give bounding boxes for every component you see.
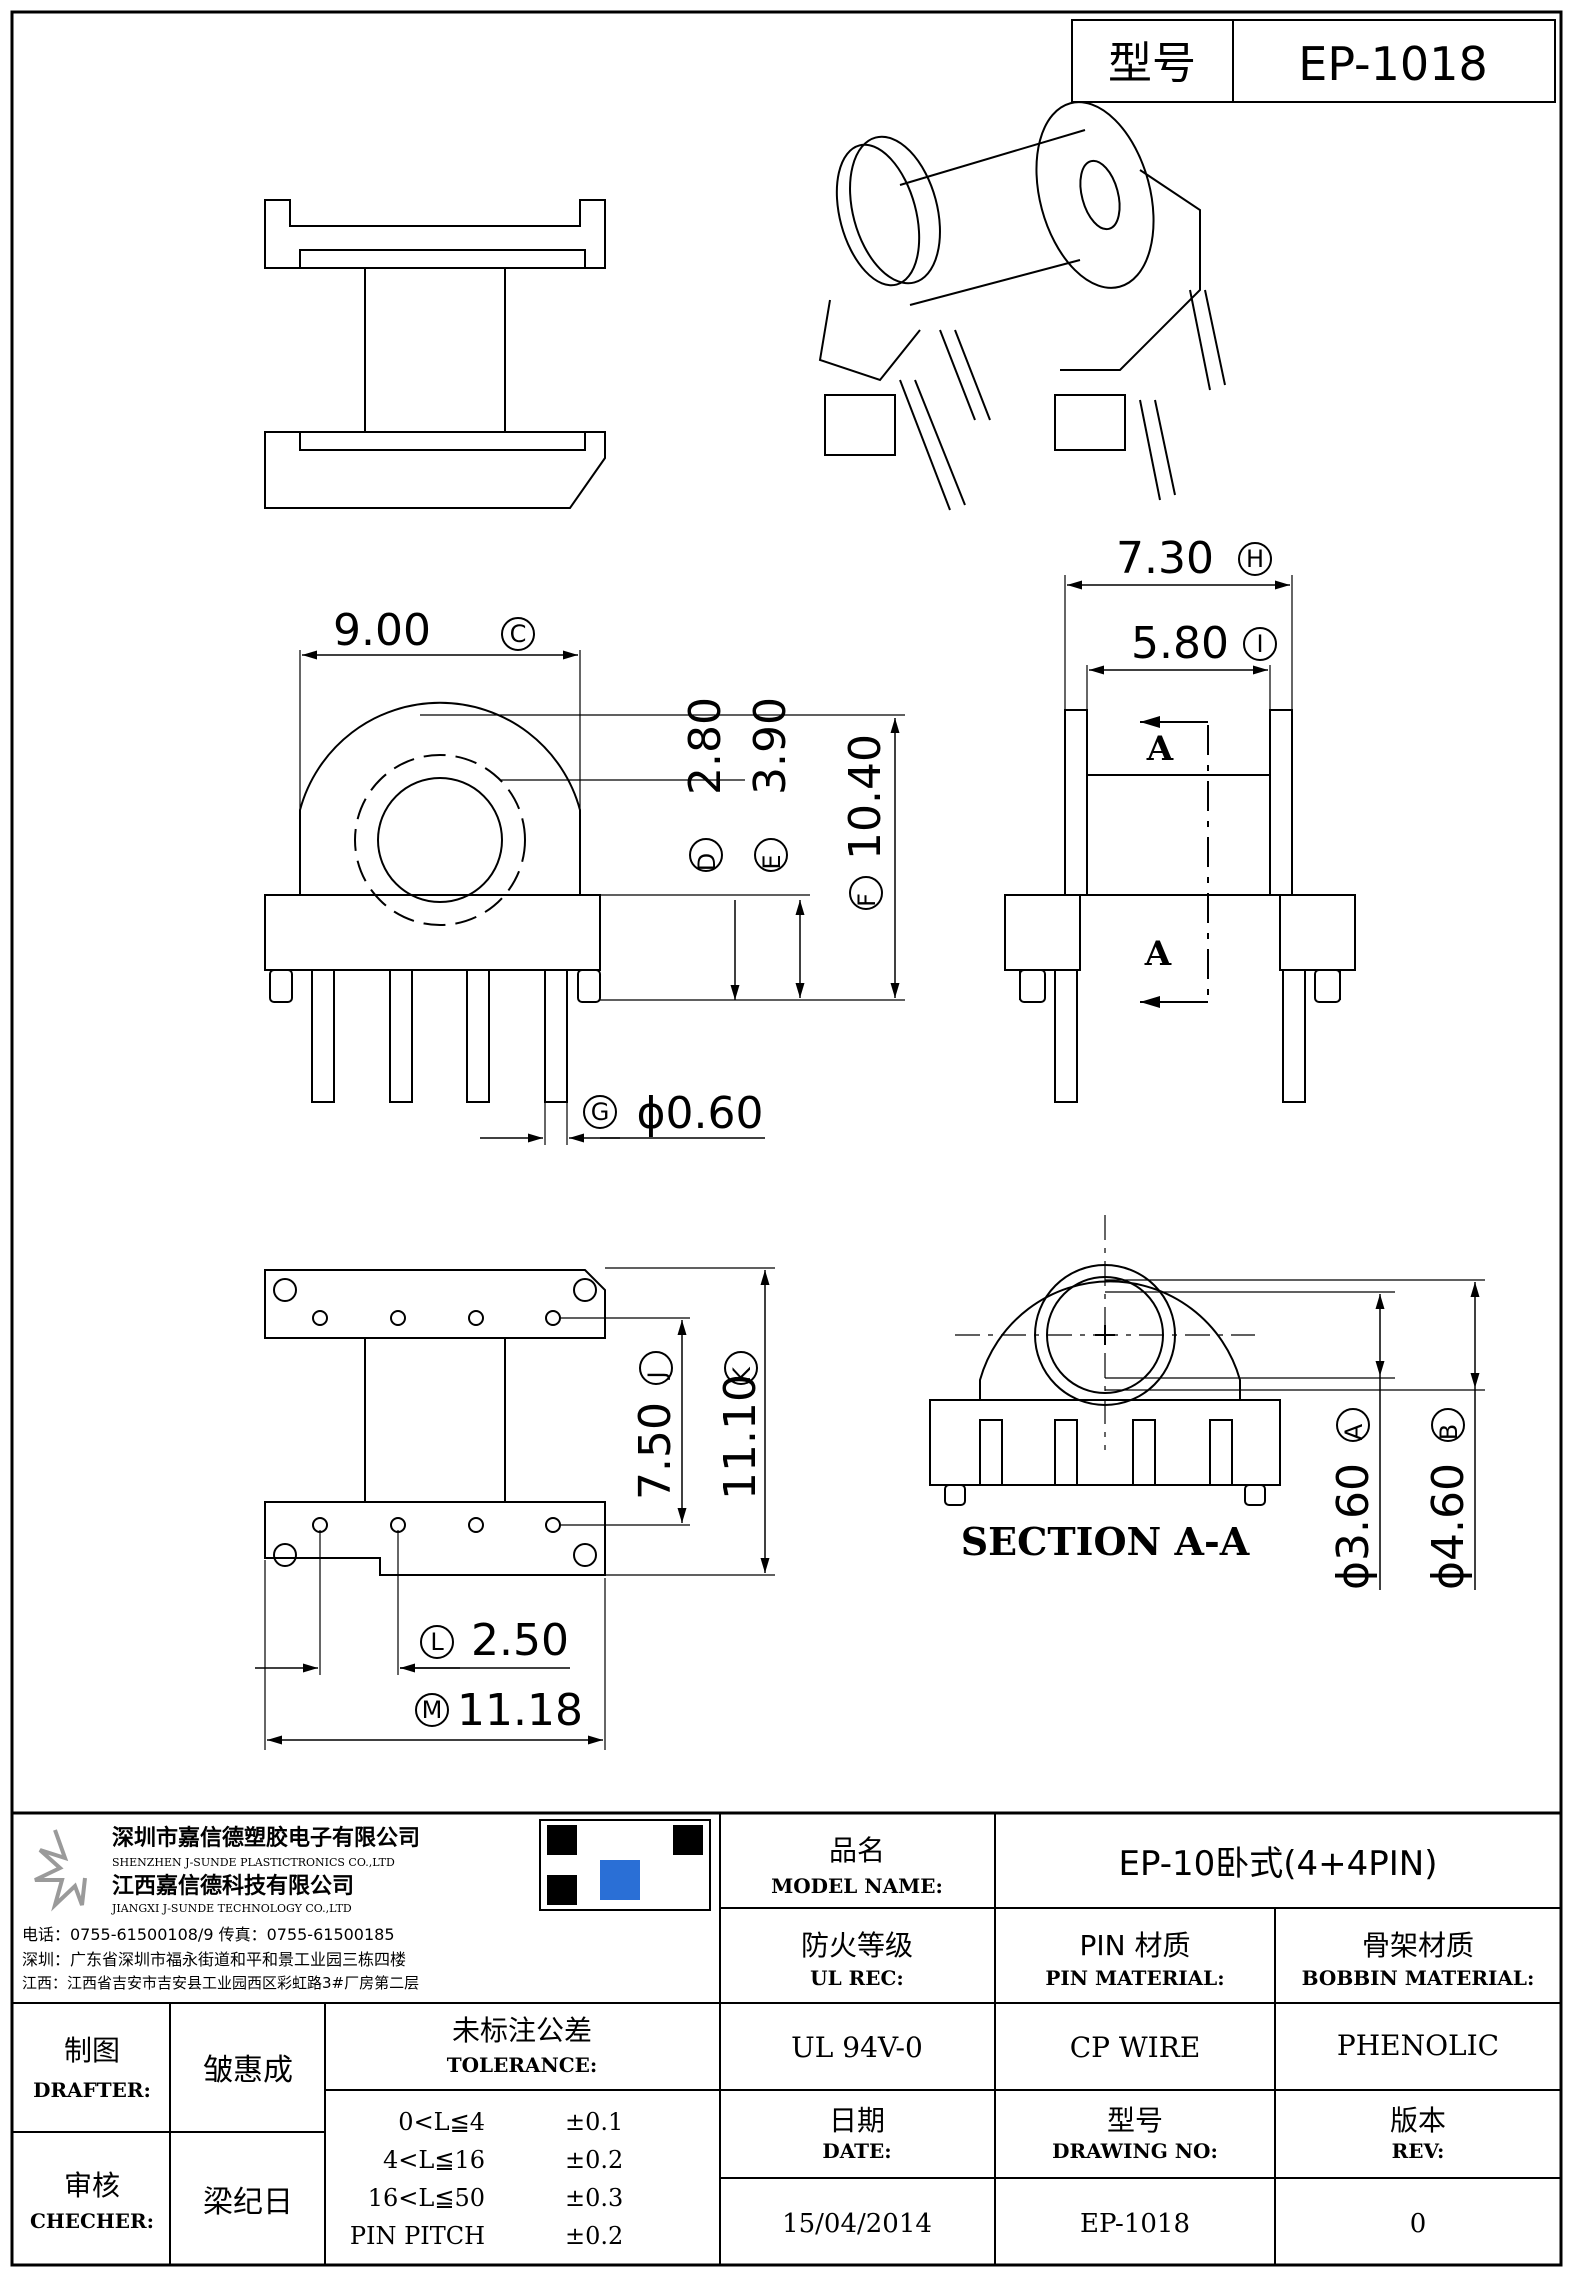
dim-c-tag: C <box>510 620 527 648</box>
tolerance-label-en: TOLERANCE: <box>447 2053 598 2077</box>
header-type-label: 型号 <box>1108 38 1196 89</box>
company-address-jx: 江西：江西省吉安市吉安县工业园西区彩虹路3#厂房第二层 <box>22 1974 419 1992</box>
dim-h-value: 7.30 <box>1116 533 1214 584</box>
dim-l-tag: L <box>430 1628 444 1656</box>
dim-g-tag: G <box>591 1098 610 1126</box>
dim-a-tag: A <box>1340 1423 1368 1440</box>
drafter-label-en: DRAFTER: <box>33 2078 151 2102</box>
section-title: SECTION A-A <box>961 1519 1250 1564</box>
pin-label-en: PIN MATERIAL: <box>1045 1966 1224 1990</box>
dim-m-tag: M <box>422 1696 443 1724</box>
ul-label-en: UL REC: <box>810 1966 904 1990</box>
drawing-label-cn: 型号 <box>1107 2104 1163 2137</box>
bottom-view <box>255 1267 775 1750</box>
dim-h-tag: H <box>1246 545 1264 573</box>
dim-e-value: 3.90 <box>745 697 796 795</box>
section-marker-bottom: A <box>1144 934 1172 974</box>
dim-i-tag: I <box>1256 630 1263 658</box>
company-name-en-1: SHENZHEN J-SUNDE PLASTICTRONICS CO.,LTD <box>112 1856 395 1869</box>
dim-m-value: 11.18 <box>457 1685 583 1736</box>
dim-g-value: ϕ0.60 <box>637 1088 764 1139</box>
checker-value: 梁纪日 <box>203 2185 293 2220</box>
date-value: 15/04/2014 <box>782 2209 932 2239</box>
dim-f-tag: F <box>853 893 881 907</box>
drafter-value: 皱惠成 <box>203 2053 293 2088</box>
drafter-label-cn: 制图 <box>64 2034 120 2067</box>
ul-label-cn: 防火等级 <box>801 1929 913 1962</box>
dim-f-value: 10.40 <box>840 734 891 860</box>
date-label-cn: 日期 <box>829 2104 885 2137</box>
ul-value: UL 94V-0 <box>791 2031 923 2064</box>
header-type-value: EP-1018 <box>1298 37 1487 91</box>
top-view <box>264 199 606 509</box>
tolerance-range-2: 4<L≦16 <box>383 2146 485 2174</box>
company-name-cn-1: 深圳市嘉信德塑胶电子有限公司 <box>112 1825 420 1851</box>
dim-d-value: 2.80 <box>680 697 731 795</box>
bobbin-value: PHENOLIC <box>1337 2029 1499 2062</box>
dim-e-tag: E <box>758 854 786 869</box>
pin-label-cn: PIN 材质 <box>1080 1929 1191 1962</box>
title-block <box>12 1811 1561 2265</box>
dim-b-tag: B <box>1435 1424 1463 1440</box>
tolerance-value-3: ±0.3 <box>565 2184 623 2212</box>
tolerance-label-cn: 未标注公差 <box>452 2014 592 2047</box>
company-phone: 电话：0755-61500108/9 传真：0755-61500185 <box>22 1925 395 1944</box>
dim-a-value: ϕ3.60 <box>1328 1463 1379 1590</box>
model-name-label-en: MODEL NAME: <box>771 1874 943 1898</box>
model-name-label-cn: 品名 <box>829 1834 885 1867</box>
model-name-value: EP-10卧式(4+4PIN) <box>1118 1844 1437 1884</box>
dim-i-value: 5.80 <box>1131 618 1229 669</box>
dim-k-value: 11.10 <box>715 1374 766 1500</box>
side-view <box>1004 575 1356 1103</box>
date-label-en: DATE: <box>822 2139 891 2163</box>
drawing-label-en: DRAWING NO: <box>1052 2139 1218 2163</box>
isometric-view <box>818 101 1226 511</box>
sheet-border <box>10 10 1563 2267</box>
tolerance-range-3: 16<L≦50 <box>368 2184 485 2212</box>
company-name-en-2: JIANGXI J-SUNDE TECHNOLOGY CO.,LTD <box>111 1902 352 1915</box>
section-marker-top: A <box>1146 729 1174 769</box>
front-view <box>264 650 905 1145</box>
bobbin-label-cn: 骨架材质 <box>1362 1929 1474 1962</box>
tolerance-range-1: 0<L≦4 <box>398 2108 485 2136</box>
pin-value: CP WIRE <box>1070 2031 1201 2064</box>
tolerance-value-4: ±0.2 <box>565 2222 623 2250</box>
dim-l-value: 2.50 <box>471 1615 569 1666</box>
rev-label-en: REV: <box>1392 2139 1445 2163</box>
checker-label-en: CHECHER: <box>30 2209 154 2233</box>
dim-j-value: 7.50 <box>630 1402 681 1500</box>
section-view <box>929 1215 1485 1590</box>
tolerance-value-2: ±0.2 <box>565 2146 623 2174</box>
header-box <box>1071 19 1556 103</box>
company-block: 深圳市嘉信德塑胶电子有限公司 SHENZHEN J-SUNDE PLASTICT… <box>22 1825 420 1992</box>
checker-label-cn: 审核 <box>64 2169 120 2202</box>
company-name-cn-2: 江西嘉信德科技有限公司 <box>112 1873 354 1899</box>
dim-k-tag: K <box>728 1366 756 1383</box>
rev-value: 0 <box>1410 2209 1427 2239</box>
bobbin-label-en: BOBBIN MATERIAL: <box>1302 1966 1535 1990</box>
tolerance-range-4: PIN PITCH <box>350 2222 485 2250</box>
dim-j-tag: J <box>643 1371 671 1380</box>
rev-label-cn: 版本 <box>1390 2104 1446 2137</box>
dim-b-value: ϕ4.60 <box>1423 1463 1474 1590</box>
tolerance-value-1: ±0.1 <box>565 2108 623 2136</box>
dim-d-tag: D <box>693 853 721 871</box>
drawing-value: EP-1018 <box>1080 2209 1190 2239</box>
company-address-sz: 深圳：广东省深圳市福永街道和平和景工业园三栋四楼 <box>22 1950 406 1969</box>
dim-c-value: 9.00 <box>333 605 431 656</box>
